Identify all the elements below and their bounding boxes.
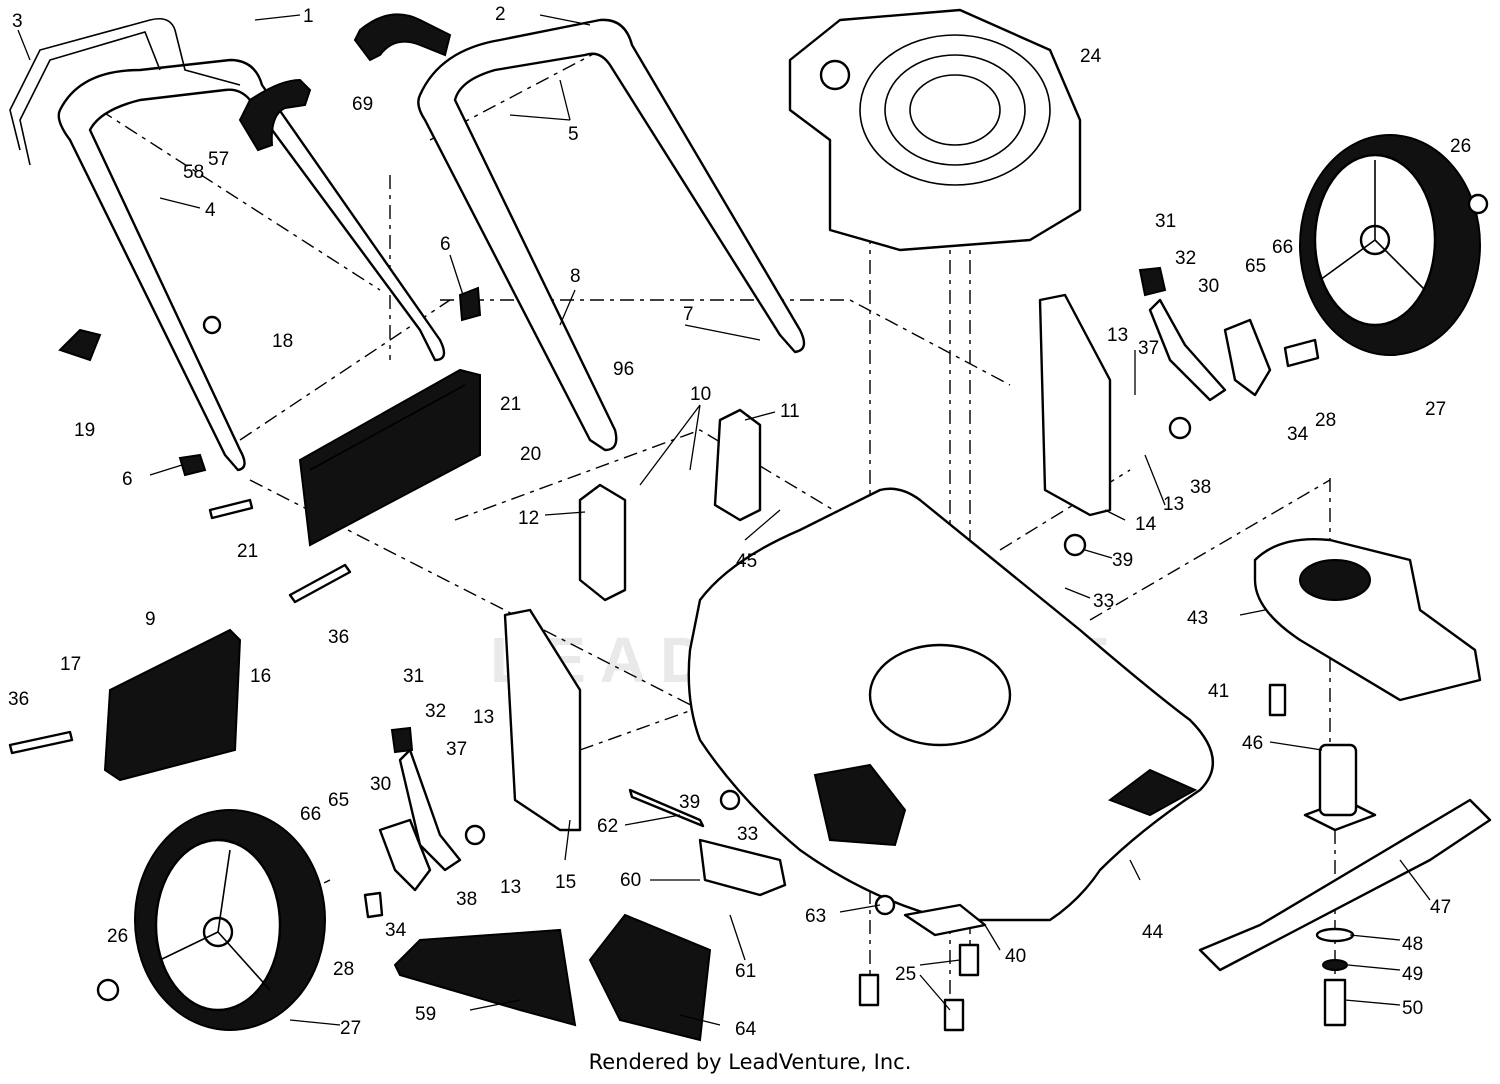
lower-handle (417, 18, 806, 452)
engine (788, 8, 1082, 252)
callout-43: 43 (1187, 608, 1208, 629)
callout-5: 5 (568, 124, 579, 145)
callout-14: 14 (1135, 514, 1157, 535)
callout-49: 49 (1402, 964, 1423, 985)
callout-45: 45 (736, 551, 757, 572)
callout-40: 40 (1005, 946, 1026, 967)
callout-32a: 32 (1175, 248, 1196, 269)
callout-96: 96 (613, 359, 634, 380)
height-plates (578, 408, 762, 602)
callout-50: 50 (1402, 998, 1423, 1019)
callout-60: 60 (620, 870, 641, 891)
callout-9: 9 (145, 609, 156, 630)
callout-19: 19 (74, 420, 95, 441)
callout-17: 17 (60, 654, 81, 675)
rear-wheel-right (1299, 134, 1481, 356)
callout-47: 47 (1430, 897, 1451, 918)
callout-63: 63 (805, 906, 826, 927)
callout-11: 11 (780, 401, 800, 422)
callout-26b: 26 (107, 926, 128, 947)
callout-57: 57 (208, 149, 229, 170)
callout-66a: 66 (1272, 237, 1293, 258)
callout-65a: 65 (1245, 256, 1266, 277)
callout-39a: 39 (1112, 550, 1133, 571)
upper-handle (57, 58, 446, 472)
callout-15: 15 (555, 872, 576, 893)
callout-46: 46 (1242, 733, 1263, 754)
callout-64: 64 (735, 1019, 757, 1040)
mower-deck (687, 487, 1214, 922)
callout-62: 62 (597, 816, 618, 837)
callout-34b: 34 (385, 920, 407, 941)
callout-28b: 28 (333, 959, 354, 980)
callout-13a: 13 (1107, 325, 1128, 346)
callout-21a: 21 (500, 394, 521, 415)
callout-30b: 30 (370, 774, 391, 795)
blade-assembly (1198, 743, 1492, 1027)
callout-41: 41 (1208, 681, 1229, 702)
callout-25: 25 (895, 964, 916, 985)
callout-33a: 33 (1093, 591, 1114, 612)
front-wheel-left (134, 809, 326, 1031)
callout-32b: 32 (425, 701, 446, 722)
callout-36b: 36 (8, 689, 29, 710)
callout-34a: 34 (1287, 424, 1309, 445)
callout-31b: 31 (403, 666, 424, 687)
callout-28a: 28 (1315, 410, 1336, 431)
rear-door-9 (103, 628, 242, 782)
callout-39b: 39 (679, 792, 700, 813)
callout-8: 8 (570, 266, 581, 287)
callout-37b: 37 (446, 739, 467, 760)
callout-65b: 65 (328, 790, 349, 811)
callout-6b: 6 (122, 469, 133, 490)
callout-69: 69 (352, 94, 373, 115)
footer-credit: Rendered by LeadVenture, Inc. (588, 1050, 912, 1074)
wheel-brackets (503, 293, 1112, 832)
callout-20: 20 (520, 444, 541, 465)
rear-flap-20 (298, 368, 481, 547)
callout-36a: 36 (328, 627, 349, 648)
callout-30a: 30 (1198, 276, 1219, 297)
callout-21b: 21 (237, 541, 258, 562)
callout-66b: 66 (300, 804, 321, 825)
callout-61: 61 (735, 961, 756, 982)
leader-lines (17, 14, 1431, 1026)
callout-12: 12 (518, 508, 539, 529)
callout-26a: 26 (1450, 136, 1471, 157)
callout-48: 48 (1402, 934, 1423, 955)
callout-13b: 13 (1163, 494, 1184, 515)
callout-18: 18 (272, 331, 293, 352)
fuel-hoses (238, 13, 452, 152)
callout-33b: 33 (737, 824, 758, 845)
callout-10: 10 (690, 384, 711, 405)
callout-24: 24 (1080, 46, 1102, 67)
mulch-plug (1253, 538, 1482, 702)
callout-59: 59 (415, 1004, 436, 1025)
callout-16: 16 (250, 666, 271, 687)
callout-27a: 27 (1425, 399, 1446, 420)
callout-6a: 6 (440, 234, 451, 255)
callout-3: 3 (12, 11, 23, 32)
callout-44: 44 (1142, 922, 1164, 943)
shields (393, 913, 712, 1042)
callout-labels: 1 2 3 4 5 6 6 7 8 9 10 11 12 13 13 13 13… (8, 4, 1471, 1040)
callout-38a: 38 (1190, 477, 1211, 498)
callout-7: 7 (683, 304, 694, 325)
callout-1: 1 (303, 6, 314, 27)
callout-58: 58 (183, 162, 204, 183)
callout-2: 2 (495, 4, 506, 25)
callout-13c: 13 (473, 707, 494, 728)
callout-13d: 13 (500, 877, 521, 898)
control-bail (9, 17, 241, 166)
callout-37a: 37 (1138, 338, 1159, 359)
hardware (8, 193, 1489, 1032)
callout-38b: 38 (456, 889, 477, 910)
callout-31a: 31 (1155, 211, 1176, 232)
callout-4: 4 (205, 200, 216, 221)
callout-27b: 27 (340, 1018, 361, 1039)
